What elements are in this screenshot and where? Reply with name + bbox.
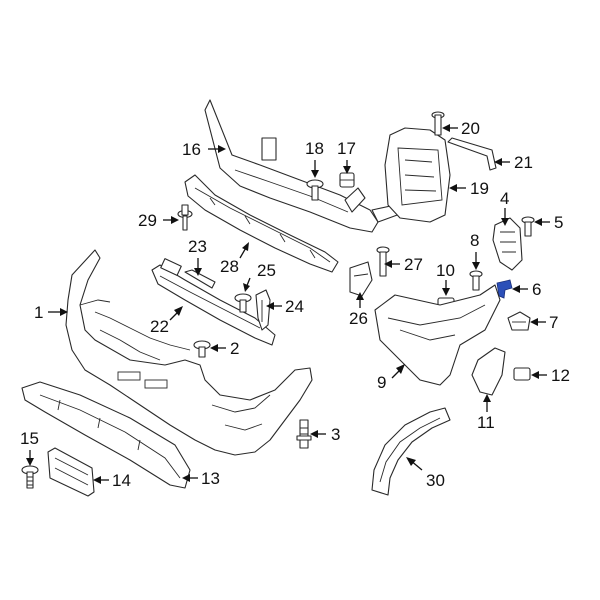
svg-text:8: 8	[470, 231, 479, 250]
svg-text:4: 4	[500, 189, 509, 208]
bolt-20	[431, 111, 445, 136]
callout-15: 15	[20, 429, 39, 466]
callout-1: 1	[34, 303, 68, 322]
bolt-29	[177, 204, 193, 231]
bracket-26	[349, 261, 373, 297]
svg-text:12: 12	[551, 366, 570, 385]
callout-2: 2	[210, 339, 239, 358]
callout-21: 21	[494, 153, 533, 172]
callout-23: 23	[188, 237, 207, 276]
callout-5: 5	[534, 213, 563, 232]
bracket-24	[255, 289, 271, 331]
callout-19: 19	[449, 179, 489, 198]
svg-text:24: 24	[285, 297, 304, 316]
svg-text:15: 15	[20, 429, 39, 448]
callout-18: 18	[305, 139, 324, 178]
trim-strip-21	[447, 137, 497, 171]
bolt-8	[469, 270, 483, 291]
svg-text:19: 19	[470, 179, 489, 198]
svg-text:5: 5	[554, 213, 563, 232]
svg-text:28: 28	[220, 257, 239, 276]
clip-7	[507, 311, 531, 331]
callout-10: 10	[436, 261, 455, 296]
callout-13: 13	[182, 469, 220, 488]
callout-22: 22	[150, 306, 183, 336]
callout-8: 8	[470, 231, 480, 270]
svg-text:9: 9	[377, 373, 386, 392]
bracket-11	[471, 347, 506, 396]
svg-text:21: 21	[514, 153, 533, 172]
bolt-27	[376, 246, 390, 277]
svg-text:10: 10	[436, 261, 455, 280]
svg-text:13: 13	[201, 469, 220, 488]
callout-25: 25	[243, 261, 276, 292]
license-plate-bracket	[47, 447, 95, 497]
bracket-23	[184, 269, 216, 289]
svg-text:3: 3	[331, 425, 340, 444]
bolt-5	[521, 216, 535, 237]
wheel-arch-liner	[371, 407, 451, 496]
bolt-25	[234, 293, 252, 313]
svg-text:30: 30	[426, 471, 445, 490]
svg-text:29: 29	[138, 211, 157, 230]
svg-text:2: 2	[230, 339, 239, 358]
callout-4: 4	[500, 189, 509, 226]
svg-text:22: 22	[150, 317, 169, 336]
svg-text:18: 18	[305, 139, 324, 158]
lower-bracket-bar	[151, 258, 276, 346]
callout-9: 9	[377, 364, 405, 392]
callout-17: 17	[337, 139, 356, 174]
side-bracket-9	[374, 284, 501, 386]
svg-text:16: 16	[182, 140, 201, 159]
lower-grille-strip	[21, 381, 191, 489]
bracket-4	[492, 217, 523, 271]
callout-16: 16	[182, 140, 226, 159]
svg-text:1: 1	[34, 303, 43, 322]
callout-20: 20	[442, 119, 480, 138]
nut-17	[339, 172, 355, 188]
callout-28: 28	[220, 242, 249, 276]
mounting-bracket-19	[384, 127, 451, 223]
clip-6-highlighted	[496, 279, 513, 299]
bumper-reinforcement	[204, 99, 401, 233]
callout-7: 7	[530, 313, 558, 332]
callout-24: 24	[266, 297, 304, 316]
svg-text:6: 6	[532, 280, 541, 299]
svg-text:23: 23	[188, 237, 207, 256]
bolt-15	[21, 465, 39, 489]
svg-text:7: 7	[549, 313, 558, 332]
callout-11: 11	[477, 394, 495, 432]
svg-text:25: 25	[257, 261, 276, 280]
callout-6: 6	[512, 280, 541, 299]
callout-29: 29	[138, 211, 179, 230]
callout-14: 14	[93, 471, 131, 490]
svg-text:14: 14	[112, 471, 131, 490]
callout-27: 27	[384, 255, 423, 274]
energy-absorber	[184, 174, 339, 273]
svg-text:17: 17	[337, 139, 356, 158]
svg-text:26: 26	[349, 309, 368, 328]
svg-text:11: 11	[477, 413, 495, 432]
svg-text:27: 27	[404, 255, 423, 274]
callout-30: 30	[406, 457, 445, 490]
callout-12: 12	[531, 366, 570, 385]
callout-3: 3	[310, 425, 340, 444]
clip-2	[193, 340, 211, 358]
bolt-3	[296, 419, 312, 449]
callout-26: 26	[349, 292, 368, 328]
bumper-cover	[65, 249, 313, 456]
nut-12	[513, 367, 531, 381]
bolt-18	[306, 179, 324, 201]
svg-text:20: 20	[461, 119, 480, 138]
